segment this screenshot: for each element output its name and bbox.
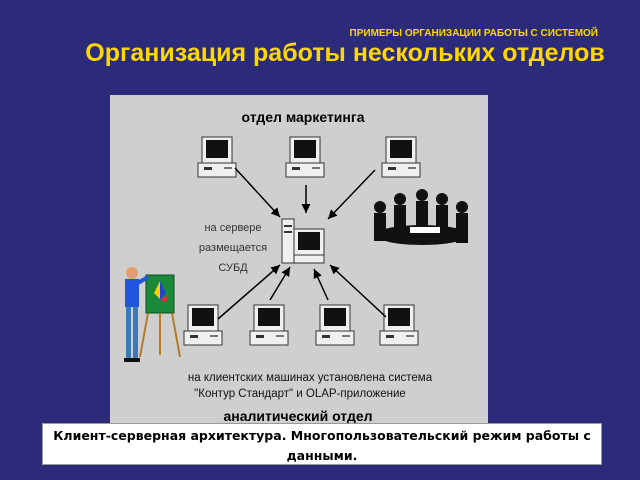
analytics-computer-4-icon [379,304,419,346]
arrow-top-left [234,167,281,218]
marketing-dept-label: отдел маркетинга [242,109,365,125]
section-subtitle: ПРИМЕРЫ ОРГАНИЗАЦИИ РАБОТЫ С СИСТЕМОЙ [349,28,598,39]
arrow-bottom-1 [217,264,281,320]
diagram-panel: отдел маркетинга [110,95,488,425]
marketing-computer-1-icon [197,136,237,178]
marketing-computer-3-icon [381,136,421,178]
clients-note-line-2: "Контур Стандарт" и OLAP-приложение [194,388,406,400]
architecture-diagram: отдел маркетинга [124,109,476,424]
analytics-computer-2-icon [249,304,289,346]
meeting-people-icon [368,189,476,253]
server-note-line-3: СУБД [218,262,248,274]
server-note-line-1: на сервере [204,222,261,234]
clients-note-line-1: на клиентских машинах установлена систем… [188,372,433,384]
presenter-figure-icon [124,267,181,362]
arrow-bottom-4 [329,264,387,318]
analytics-dept-label: аналитический отдел [223,408,372,424]
server-note-line-2: размещается [199,242,267,254]
marketing-computer-2-icon [285,136,325,178]
analytics-computer-3-icon [315,304,355,346]
arrow-bottom-2 [269,266,291,301]
arrow-top-right [327,169,376,220]
analytics-computer-1-icon [183,304,223,346]
server-icon [281,218,325,264]
arrow-bottom-3 [313,268,329,301]
page-title: Организация работы нескольких отделов [85,39,605,67]
caption-box: Клиент-серверная архитектура. Многопольз… [42,423,602,465]
